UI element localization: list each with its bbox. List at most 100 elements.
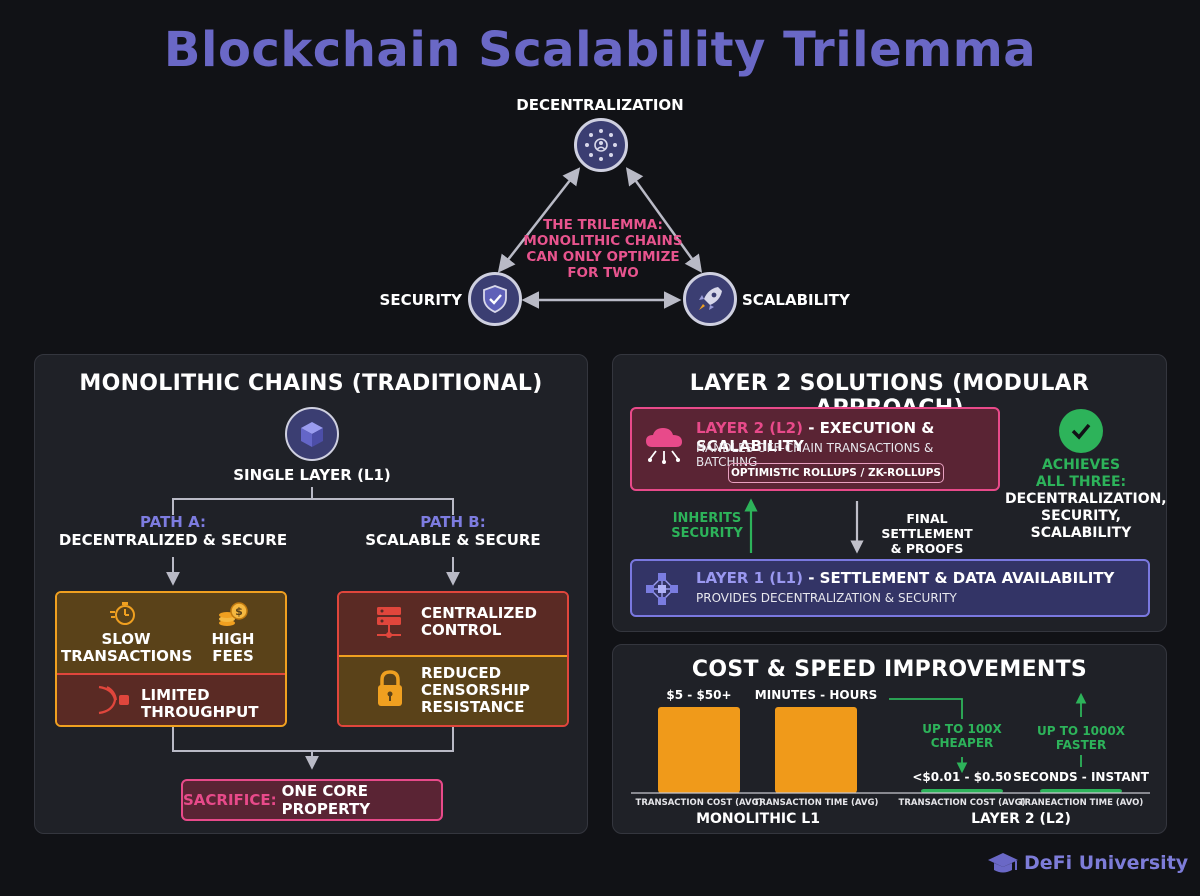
- page-title: Blockchain Scalability Trilemma: [163, 22, 1037, 78]
- sacrifice-label: SACRIFICE:: [183, 791, 277, 809]
- limited-throughput-label: LIMITED THROUGHPUT: [141, 687, 281, 721]
- label-security: SECURITY: [379, 291, 462, 309]
- trilemma-note-line: FOR TWO: [567, 265, 639, 281]
- achieves-line: ACHIEVES: [1041, 457, 1121, 473]
- bar-4: [1040, 789, 1122, 793]
- path-a: PATH A: DECENTRALIZED & SECURE: [55, 513, 291, 549]
- cloud-icon: [642, 423, 688, 473]
- cost-improvement-label: UP TO 100X: [922, 722, 1002, 736]
- bar-value-label: SECONDS - INSTANT: [1013, 770, 1150, 784]
- trilemma-note-line: MONOLITHIC CHAINS: [523, 233, 683, 249]
- achieves-line: ALL THREE:: [1035, 474, 1127, 490]
- single-layer-label: SINGLE LAYER (L1): [233, 466, 391, 484]
- stopwatch-icon: [109, 601, 137, 631]
- shield-icon: [468, 272, 522, 326]
- graduation-cap-icon: [986, 850, 1020, 880]
- cost-speed-panel: COST & SPEED IMPROVEMENTS $5 - $50+ TRANS…: [612, 644, 1167, 834]
- path-a-subtitle: DECENTRALIZED & SECURE: [58, 531, 288, 549]
- group-label-monolithic: MONOLITHIC L1: [696, 811, 820, 827]
- label-scalability: SCALABILITY: [742, 291, 850, 309]
- final-settlement-line: & PROOFS: [890, 541, 964, 556]
- speed-improvement-label: FASTER: [1056, 738, 1106, 752]
- inherits-line: SECURITY: [671, 526, 743, 541]
- l1-heading: LAYER 1 (L1) - SETTLEMENT & DATA AVAILAB…: [696, 569, 1146, 587]
- bar-value-label: <$0.01 - $0.50: [912, 770, 1011, 784]
- label-decentralization: DECENTRALIZATION: [516, 96, 684, 114]
- bar-category-label: TRANSACTION TIME (AVG): [754, 798, 879, 808]
- l2-heading-name: LAYER 2 (L2): [696, 419, 803, 437]
- bar-3: [921, 789, 1003, 793]
- l2-heading-role: - EXECUTION & SCALABILITY: [696, 419, 935, 455]
- rollups-tag: OPTIMISTIC ROLLUPS / ZK-ROLLUPS: [728, 463, 944, 483]
- bar-value-label: MINUTES - HOURS: [755, 688, 877, 702]
- l2-subtitle: HANDLES OFF-CHAIN TRANSACTIONS & BATCHIN…: [696, 441, 934, 469]
- cube-icon: [285, 407, 339, 461]
- censorship-line: REDUCED: [421, 664, 502, 682]
- path-a-top: [57, 593, 285, 673]
- slow-transactions-label: SLOW TRANSACTIONS: [61, 630, 193, 665]
- inherits-security-label: INHERITS SECURITY: [665, 511, 749, 541]
- arrow-decentralization-security: [497, 167, 581, 273]
- layer2-panel: LAYER 2 SOLUTIONS (MODULAR APPROACH) LAY…: [612, 354, 1167, 632]
- bar-1: [658, 707, 740, 793]
- trilemma-arrows: [497, 167, 703, 309]
- high-fees-line: FEES: [212, 647, 254, 665]
- inherits-line: INHERITS: [672, 511, 742, 526]
- trilemma-note-line: CAN ONLY OPTIMIZE: [526, 249, 680, 265]
- centralized-control-line: CENTRALIZED: [421, 604, 537, 622]
- achieves-line: SCALABILITY: [1030, 525, 1132, 541]
- svg-text:$: $: [235, 605, 243, 618]
- bar-category-label: TRANSACTION COST (AVG): [636, 798, 763, 808]
- sacrifice-value: ONE CORE PROPERTY: [281, 782, 371, 818]
- bar-category-label: TRANSACTION COST (AVG): [899, 798, 1026, 808]
- l1-heading-name: LAYER 1 (L1): [696, 569, 803, 587]
- brand-name: DeFi University: [1024, 852, 1189, 874]
- path-b: PATH B: SCALABLE & SECURE: [335, 513, 571, 549]
- monolithic-panel: MONOLITHIC CHAINS (TRADITIONAL) SINGLE L…: [34, 354, 588, 834]
- slow-transactions-line: SLOW: [101, 630, 151, 648]
- bar-2: [775, 707, 857, 793]
- l2-heading: LAYER 2 (L2) - EXECUTION & SCALABILITY: [696, 419, 996, 455]
- trilemma-note-line: THE TRILEMMA:: [543, 217, 663, 233]
- final-settlement-line: FINAL SETTLEMENT: [881, 511, 973, 541]
- achieves-line: DECENTRALIZATION,: [1005, 491, 1167, 507]
- path-b-subtitle: SCALABLE & SECURE: [365, 531, 541, 549]
- path-b-top: [339, 593, 567, 655]
- limited-throughput-line: THROUGHPUT: [141, 703, 259, 721]
- blockchain-network-icon: [642, 569, 682, 613]
- achieves-line: SECURITY,: [1041, 508, 1121, 524]
- path-b-bottom: [339, 655, 567, 725]
- high-fees-label: HIGH FEES: [197, 631, 269, 665]
- arrow-decentralization-scalability: [625, 167, 703, 273]
- cost-improvement-connector: [889, 698, 963, 719]
- centralized-control-label: CENTRALIZED CONTROL: [421, 605, 561, 639]
- bar-value-label: $5 - $50+: [666, 688, 731, 702]
- network-people-icon: [574, 118, 628, 172]
- limited-throughput-line: LIMITED: [141, 686, 210, 704]
- achieves-all-three: ACHIEVES ALL THREE: DECENTRALIZATION, SE…: [1005, 457, 1167, 542]
- path-a-drawbacks: SLOW TRANSACTIONS $ HIGH FEES LIMIT: [55, 591, 287, 727]
- l1-box: LAYER 1 (L1) - SETTLEMENT & DATA AVAILAB…: [630, 559, 1150, 617]
- high-fees-line: HIGH: [211, 630, 255, 648]
- cost-speed-chart: $5 - $50+ TRANSACTION COST (AVG) MINUTES -…: [631, 688, 1150, 827]
- group-label-layer2: LAYER 2 (L2): [971, 811, 1071, 827]
- bottleneck-icon: [97, 683, 133, 721]
- path-b-drawbacks: CENTRALIZED CONTROL REDUCED CENSORSHIP R…: [337, 591, 569, 727]
- bar-category-label: TRANEACTION TIME (AVO): [1019, 798, 1144, 808]
- path-a-bottom: [57, 673, 285, 725]
- speed-improvement-label: UP TO 1000X: [1037, 724, 1126, 738]
- coins-icon: $: [217, 599, 249, 633]
- monolithic-title: MONOLITHIC CHAINS (TRADITIONAL): [79, 371, 543, 396]
- rocket-icon: [683, 272, 737, 326]
- censorship-line: RESISTANCE: [421, 698, 525, 716]
- checkmark-icon: [1059, 409, 1103, 453]
- chart-title: COST & SPEED IMPROVEMENTS: [691, 657, 1088, 682]
- monolithic-connectors: [166, 487, 460, 770]
- lock-icon: [375, 669, 405, 713]
- censorship-label: REDUCED CENSORSHIP RESISTANCE: [421, 665, 561, 716]
- layer-arrows: [744, 498, 864, 554]
- l2-box: LAYER 2 (L2) - EXECUTION & SCALABILITY H…: [630, 407, 1000, 491]
- server-icon: [373, 605, 405, 645]
- trilemma-note: THE TRILEMMA: MONOLITHIC CHAINS CAN ONLY…: [520, 217, 686, 281]
- slow-transactions-line: TRANSACTIONS: [61, 647, 193, 665]
